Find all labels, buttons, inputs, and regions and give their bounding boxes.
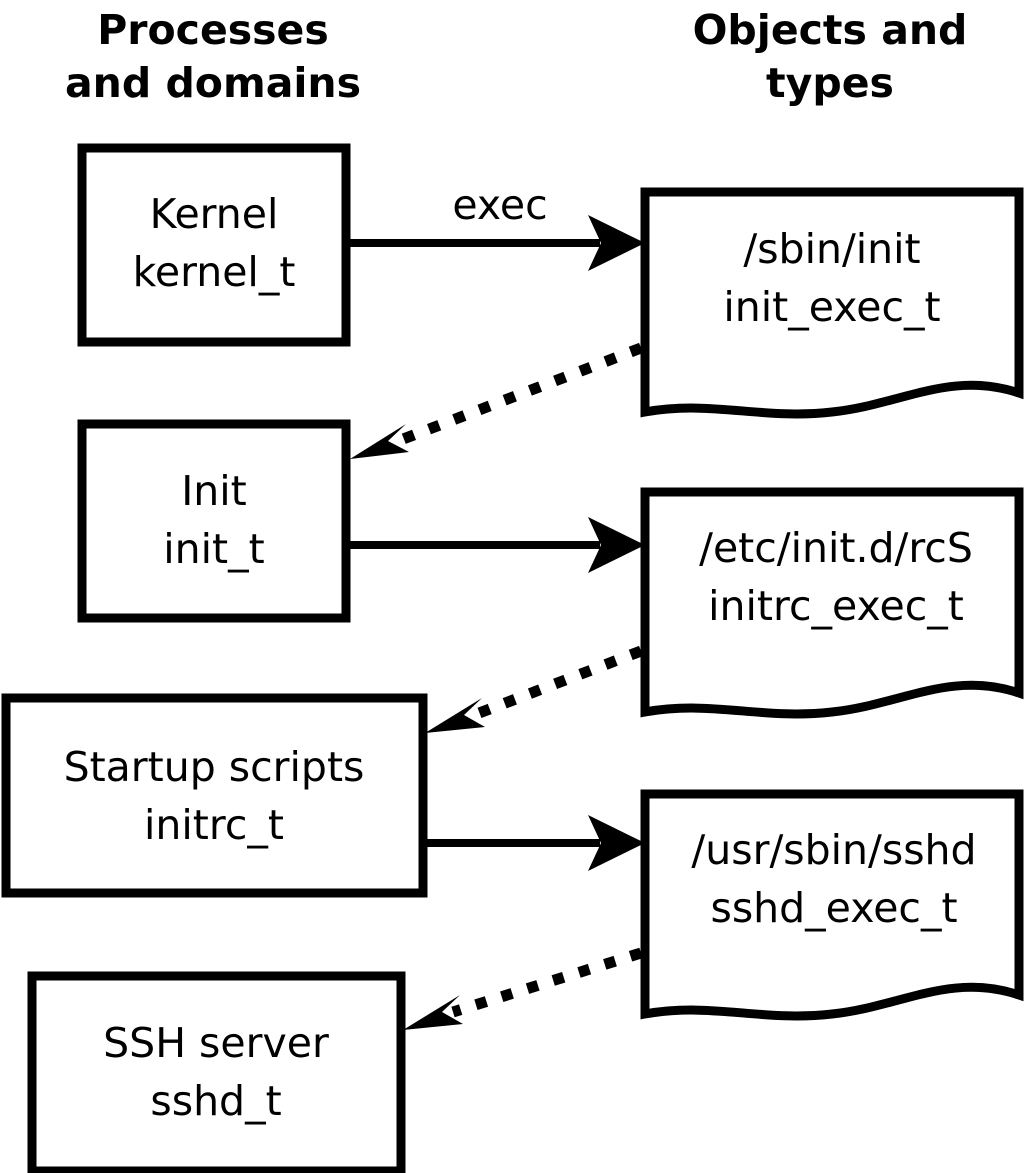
node-sshd-exec-document-shape[interactable] — [640, 789, 1024, 1021]
edge-kernel-exec-arrowhead — [588, 215, 645, 271]
edge-sshd-transition-line — [451, 947, 643, 1018]
node-sshd-exec[interactable]: /usr/sbin/sshd sshd_exec_t — [640, 789, 1024, 1021]
column-header-processes-line2: and domains — [65, 59, 361, 107]
node-init[interactable]: Init init_t — [77, 419, 351, 623]
node-kernel-line1: Kernel — [150, 190, 279, 238]
node-init-exec-document-shape[interactable] — [640, 187, 1024, 419]
edge-initrc-transition-arrowhead — [425, 698, 485, 733]
edge-initrc-exec-transition-initrc — [425, 645, 643, 733]
node-ssh-server-line1: SSH server — [103, 1019, 329, 1067]
node-ssh-server-box[interactable] — [27, 971, 406, 1173]
edge-init-transition-arrowhead — [350, 424, 409, 459]
node-initrc-exec-document-shape[interactable] — [640, 487, 1024, 719]
node-init-line2: init_t — [163, 525, 264, 573]
node-initrc-exec-line1: /etc/init.d/rcS — [699, 524, 973, 572]
node-init-exec[interactable]: /sbin/init init_exec_t — [640, 187, 1024, 419]
node-startup-scripts-box[interactable] — [1, 693, 428, 898]
column-header-objects-line2: types — [766, 59, 894, 107]
node-kernel-box[interactable] — [77, 143, 351, 347]
edge-sshd-exec-transition-sshd — [403, 947, 643, 1030]
edge-init-exec-transition-init — [350, 342, 643, 459]
node-kernel-line2: kernel_t — [133, 248, 296, 296]
edge-label-exec: exec — [452, 181, 547, 229]
node-ssh-server-line2: sshd_t — [150, 1077, 281, 1125]
edge-init-exec-arrowhead — [588, 517, 645, 573]
node-kernel[interactable]: Kernel kernel_t — [77, 143, 351, 347]
node-init-exec-line1: /sbin/init — [743, 225, 920, 273]
node-sshd-exec-line2: sshd_exec_t — [710, 884, 957, 932]
node-sshd-exec-line1: /usr/sbin/sshd — [691, 826, 976, 874]
edge-sshd-transition-arrowhead — [403, 995, 463, 1030]
node-initrc-exec[interactable]: /etc/init.d/rcS initrc_exec_t — [640, 487, 1024, 719]
column-header-processes-line1: Processes — [97, 6, 329, 54]
node-startup-scripts-line1: Startup scripts — [64, 743, 365, 791]
edge-initrc-exec-sshd-exec — [423, 815, 645, 871]
edge-initrc-transition-line — [472, 645, 643, 721]
edge-initrc-exec-arrowhead — [588, 815, 645, 871]
column-header-objects: Objects and types — [693, 6, 968, 107]
node-initrc-exec-line2: initrc_exec_t — [708, 582, 964, 630]
node-init-line1: Init — [181, 467, 247, 515]
edge-kernel-exec-init-exec: exec — [346, 181, 645, 271]
column-header-objects-line1: Objects and — [693, 6, 968, 54]
node-init-exec-line2: init_exec_t — [723, 283, 940, 331]
node-init-box[interactable] — [77, 419, 351, 623]
node-ssh-server[interactable]: SSH server sshd_t — [27, 971, 406, 1173]
edge-init-transition-line — [396, 342, 643, 447]
edge-init-exec-initrc-exec — [346, 517, 645, 573]
node-startup-scripts[interactable]: Startup scripts initrc_t — [1, 693, 428, 898]
node-startup-scripts-line2: initrc_t — [144, 801, 284, 849]
column-header-processes: Processes and domains — [65, 6, 361, 107]
